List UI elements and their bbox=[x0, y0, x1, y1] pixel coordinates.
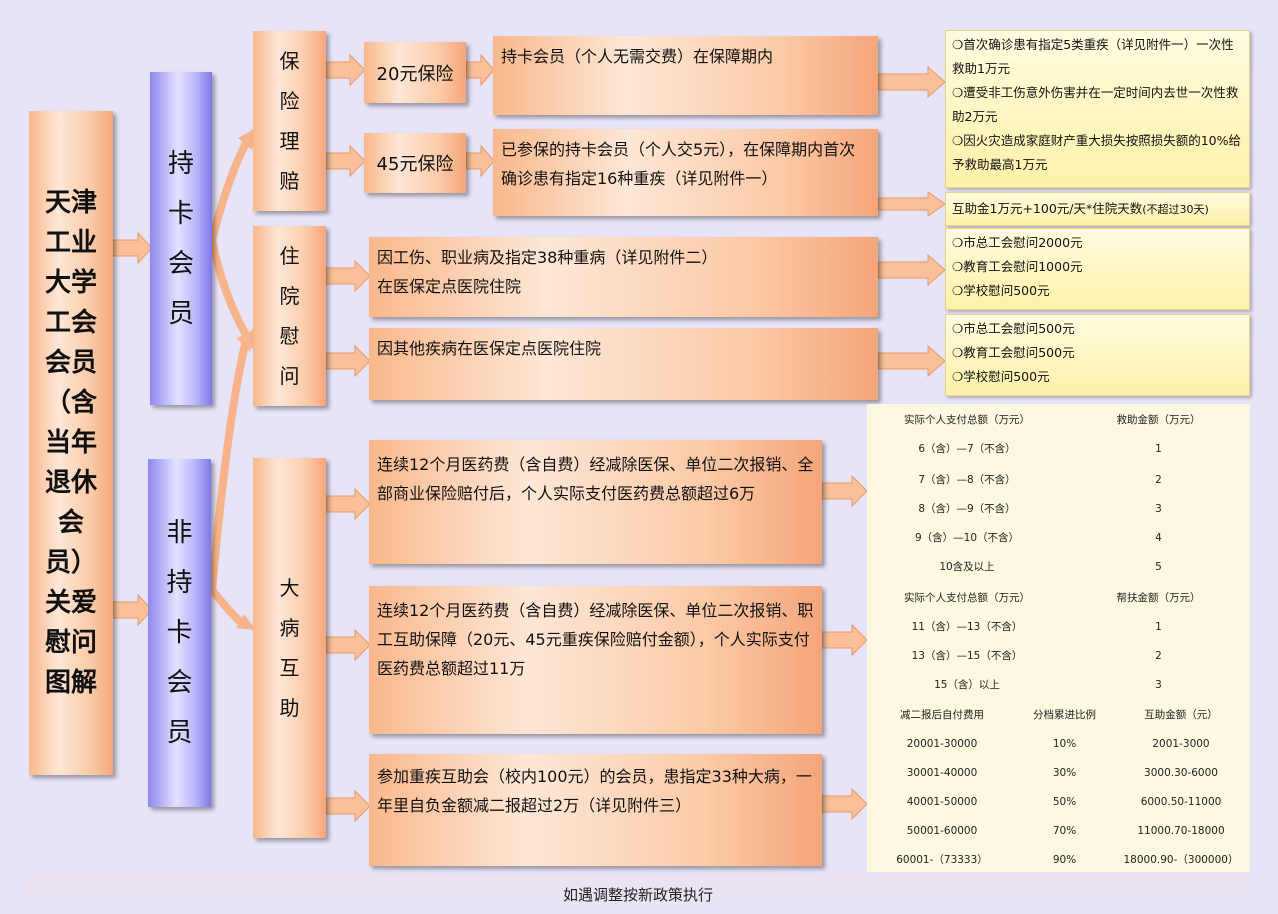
benefit-item: ❍市总工会慰问2000元 bbox=[952, 235, 1083, 250]
arrow-insurance-to-45 bbox=[325, 144, 366, 178]
arrow-ill2-to-table bbox=[821, 623, 868, 657]
table-row: 6（含）—7（不含） 1 bbox=[918, 442, 1162, 456]
plan-45-description: 已参保的持卡会员（个人交5元），在保障期内首次确诊患有指定16种重疾（详见附件一… bbox=[493, 129, 878, 216]
curve-card-to-insurance bbox=[208, 141, 249, 244]
arrow-hosp-to-case2 bbox=[325, 344, 371, 378]
insurance-claims-box: 保险理赔 bbox=[253, 31, 326, 211]
plan-45-benefit: 互助金1万元+100元/天*住院天数(不超过30天) bbox=[945, 192, 1250, 226]
arrow-title-to-noncard bbox=[112, 593, 153, 627]
table-row: 30001-40000 30% 3000.30-6000 bbox=[906, 766, 1218, 779]
table-row: 60001-（73333） 90% 18000.90-（300000） bbox=[896, 853, 1239, 867]
table-row: 10含及以上 5 bbox=[939, 560, 1162, 574]
card-member-box: 持卡会员 bbox=[150, 72, 212, 405]
benefit-item: ❍学校慰问500元 bbox=[952, 283, 1050, 298]
hospital-visit-label: 住院慰问 bbox=[279, 244, 300, 388]
footer-note: 如遇调整按新政策执行 bbox=[28, 876, 1248, 904]
arrow-ill3-to-table bbox=[821, 787, 868, 821]
plan-45-box: 45元保险 bbox=[364, 133, 466, 193]
arrow-plan20-to-desc bbox=[465, 53, 495, 87]
benefit-item: ❍因火灾造成家庭财产重大损失按照损失额的10%给予救助最高1万元 bbox=[952, 133, 1242, 172]
table-row: 20001-30000 10% 2001-3000 bbox=[906, 737, 1210, 750]
arrow-illness-to-case2 bbox=[325, 628, 371, 662]
table-row: 50001-60000 70% 11000.70-18000 bbox=[906, 824, 1225, 837]
serious-illness-box: 大病互助 bbox=[253, 458, 326, 838]
table-row: 7（含）—8（不含） 2 bbox=[918, 473, 1162, 487]
arrow-illness-to-case1 bbox=[325, 487, 371, 521]
arrow-insurance-to-20 bbox=[325, 53, 366, 87]
arrow-title-to-card bbox=[112, 231, 153, 265]
benefit-item: ❍市总工会慰问500元 bbox=[952, 321, 1075, 336]
benefit-item: ❍学校慰问500元 bbox=[952, 369, 1050, 384]
plan-20-description: 持卡会员（个人无需交费）在保障期内 bbox=[493, 36, 878, 115]
plan-20-label: 20元保险 bbox=[376, 63, 454, 85]
table1-header: 实际个人支付总额（万元） 救助金额（万元） bbox=[904, 414, 1201, 426]
serious-illness-label: 大病互助 bbox=[279, 576, 300, 720]
curve-card-to-hospital bbox=[208, 236, 250, 339]
table2-header: 实际个人支付总额（万元） 帮扶金额（万元） bbox=[904, 592, 1201, 604]
table-row: 15（含）以上 3 bbox=[934, 678, 1162, 692]
main-title-box: 天津工业大学工会会员（含当年退休会员）关爱慰问图解 bbox=[29, 111, 113, 775]
arrow-plan45-to-desc bbox=[465, 144, 495, 178]
table-row: 9（含）—10（不含） 4 bbox=[914, 531, 1162, 545]
curve-noncard-to-hospital bbox=[208, 336, 250, 594]
benefit-item: ❍首次确诊患有指定5类重疾（详见附件一）一次性救助1万元 bbox=[952, 37, 1234, 76]
arrow-case1-to-benefit bbox=[877, 253, 946, 287]
hospital-case-1: 因工伤、职业病及指定38种重病（详见附件二） 在医保定点医院住院 bbox=[369, 237, 878, 317]
table-row: 40001-50000 50% 6000.50-11000 bbox=[906, 795, 1222, 808]
illness-case-3: 参加重疾互助会（校内100元）的会员，患指定33种大病，一年里自负金额减二报超过… bbox=[369, 754, 822, 866]
table3-header: 减二报后自付费用 分档累进比例 互助金额（元） bbox=[900, 709, 1218, 721]
benefit-item: ❍教育工会慰问500元 bbox=[952, 345, 1075, 360]
benefit-item: ❍遭受非工伤意外伤害并在一定时间内去世一次性救助2万元 bbox=[952, 85, 1239, 124]
hospital-case-1-benefits: ❍市总工会慰问2000元 ❍教育工会慰问1000元 ❍学校慰问500元 bbox=[945, 228, 1250, 310]
plan-20-benefits: ❍首次确诊患有指定5类重疾（详见附件一）一次性救助1万元 ❍遭受非工伤意外伤害并… bbox=[945, 30, 1250, 188]
plan-20-box: 20元保险 bbox=[364, 42, 466, 103]
card-member-label: 持卡会员 bbox=[167, 148, 194, 329]
table-row: 8（含）—9（不含） 3 bbox=[918, 502, 1162, 516]
arrow-ill1-to-table bbox=[821, 474, 868, 508]
non-card-member-label: 非持卡会员 bbox=[166, 518, 193, 748]
illness-case-1: 连续12个月医药费（含自费）经减除医保、单位二次报销、全部商业保险赔付后，个人实… bbox=[369, 440, 822, 564]
arrow-hosp-to-case1 bbox=[325, 259, 371, 293]
table-row: 11（含）—13（不含） 1 bbox=[911, 620, 1162, 634]
benefit-item: ❍教育工会慰问1000元 bbox=[952, 259, 1083, 274]
hospital-case-2: 因其他疾病在医保定点医院住院 bbox=[369, 328, 878, 400]
arrow-desc20-to-benefit bbox=[877, 65, 946, 99]
plan-45-label: 45元保险 bbox=[376, 154, 454, 175]
illness-case-2: 连续12个月医药费（含自费）经减除医保、单位二次报销、职工互助保障（20元、45… bbox=[369, 586, 822, 734]
non-card-member-box: 非持卡会员 bbox=[148, 459, 211, 807]
hospital-case-2-benefits: ❍市总工会慰问500元 ❍教育工会慰问500元 ❍学校慰问500元 bbox=[945, 314, 1250, 396]
main-title: 天津工业大学工会会员（含当年退休会员）关爱慰问图解 bbox=[45, 188, 98, 698]
insurance-claims-label: 保险理赔 bbox=[279, 49, 300, 193]
assistance-tables: 实际个人支付总额（万元） 救助金额（万元） 6（含）—7（不含） 1 7（含）—… bbox=[867, 404, 1250, 872]
table-row: 13（含）—15（不含） 2 bbox=[911, 649, 1162, 663]
hospital-visit-box: 住院慰问 bbox=[253, 226, 326, 406]
arrow-desc45-to-benefit bbox=[877, 191, 946, 217]
arrow-illness-to-case3 bbox=[325, 789, 371, 823]
arrow-case2-to-benefit bbox=[877, 344, 946, 378]
curve-noncard-to-illness bbox=[208, 586, 248, 629]
